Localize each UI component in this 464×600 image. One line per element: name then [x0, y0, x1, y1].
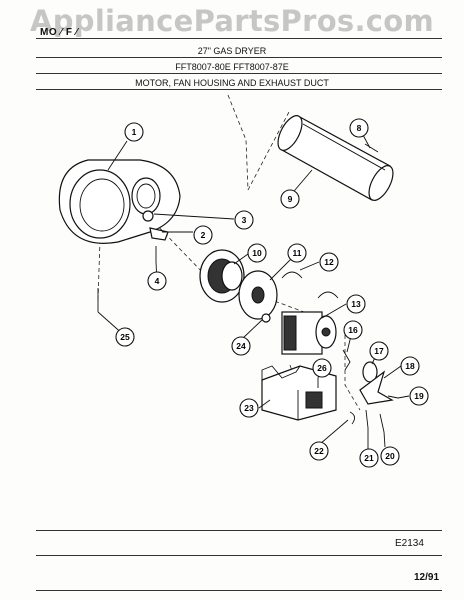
header-rule-top — [36, 38, 442, 39]
callout-2: 2 — [193, 225, 213, 245]
callout-4-label: 4 — [155, 276, 160, 286]
callout-12: 12 — [319, 252, 339, 272]
drive-motor — [281, 311, 337, 355]
header-rule-3 — [36, 89, 442, 90]
callout-16: 16 — [343, 320, 363, 340]
callout-1: 1 — [124, 122, 144, 142]
model-numbers: FFT8007-80E FFT8007-87E — [175, 62, 289, 72]
callout-21: 21 — [359, 448, 379, 468]
callout-26: 26 — [312, 358, 332, 378]
blower-wheel — [199, 249, 245, 303]
callout-20: 20 — [380, 446, 400, 466]
fan-washer — [261, 313, 271, 323]
motor-mount — [261, 365, 337, 421]
callout-18: 18 — [400, 356, 420, 376]
callout-16-label: 16 — [348, 325, 358, 335]
diagram-title: MOTOR, FAN HOUSING AND EXHAUST DUCT — [135, 78, 329, 88]
footer-rule-2 — [36, 555, 442, 556]
impeller-screw — [387, 395, 399, 399]
callout-9: 9 — [280, 189, 300, 209]
cooling-impeller — [359, 370, 394, 405]
mount-screw-b — [379, 413, 385, 433]
callout-8: 8 — [349, 118, 369, 138]
callout-13-label: 13 — [351, 299, 361, 309]
callout-20-label: 20 — [385, 451, 395, 461]
callout-11-label: 11 — [293, 248, 302, 258]
header-rule-1 — [36, 57, 442, 58]
callout-23-label: 23 — [244, 403, 254, 413]
fan-housing — [58, 159, 181, 244]
callout-8-label: 8 — [357, 123, 362, 133]
duct-clamp — [364, 143, 379, 153]
callout-3: 3 — [234, 210, 254, 230]
callout-17: 17 — [369, 341, 389, 361]
callout-10-label: 10 — [252, 248, 262, 258]
callout-26-label: 26 — [317, 363, 327, 373]
callout-4: 4 — [147, 271, 167, 291]
mount-clip — [349, 411, 355, 425]
model-type: 27" GAS DRYER — [197, 46, 267, 56]
callout-24: 24 — [231, 336, 251, 356]
callout-1-label: 1 — [132, 127, 137, 137]
motor-clamp-upper — [281, 271, 303, 279]
callout-24-label: 24 — [236, 341, 246, 351]
footer-rule-1 — [36, 530, 442, 531]
callout-2-label: 2 — [201, 230, 206, 240]
callout-13: 13 — [346, 294, 366, 314]
revision-date: 12/91 — [414, 572, 440, 583]
motor-switch-clip — [342, 349, 351, 371]
callout-25-label: 25 — [120, 332, 130, 342]
callout-22-label: 22 — [314, 446, 324, 456]
callout-10: 10 — [247, 243, 267, 263]
section-title: MO ⁄ F ⁄ — [40, 27, 78, 38]
callout-17-label: 17 — [374, 346, 384, 356]
watermark: AppliancePartsPros.com — [29, 4, 435, 38]
diagram-code: E2134 — [395, 538, 424, 549]
callout-22: 22 — [309, 441, 329, 461]
header-rule-2 — [36, 73, 442, 74]
callout-23: 23 — [239, 398, 259, 418]
callout-21-label: 21 — [364, 453, 374, 463]
motor-clamp-lower — [317, 291, 339, 299]
housing-seal — [142, 210, 154, 222]
footer-rule-3 — [36, 590, 442, 591]
housing-bracket — [149, 227, 169, 241]
exhaust-duct — [277, 115, 394, 201]
callout-25: 25 — [115, 327, 135, 347]
callout-11: 11 — [287, 243, 307, 263]
mount-screw-a — [365, 409, 369, 429]
fan-plate — [238, 270, 278, 320]
callout-19: 19 — [409, 386, 429, 406]
callout-12-label: 12 — [324, 257, 334, 267]
callout-9-label: 9 — [288, 194, 293, 204]
callout-3-label: 3 — [242, 215, 247, 225]
callout-19-label: 19 — [414, 391, 424, 401]
callout-18-label: 18 — [405, 361, 415, 371]
